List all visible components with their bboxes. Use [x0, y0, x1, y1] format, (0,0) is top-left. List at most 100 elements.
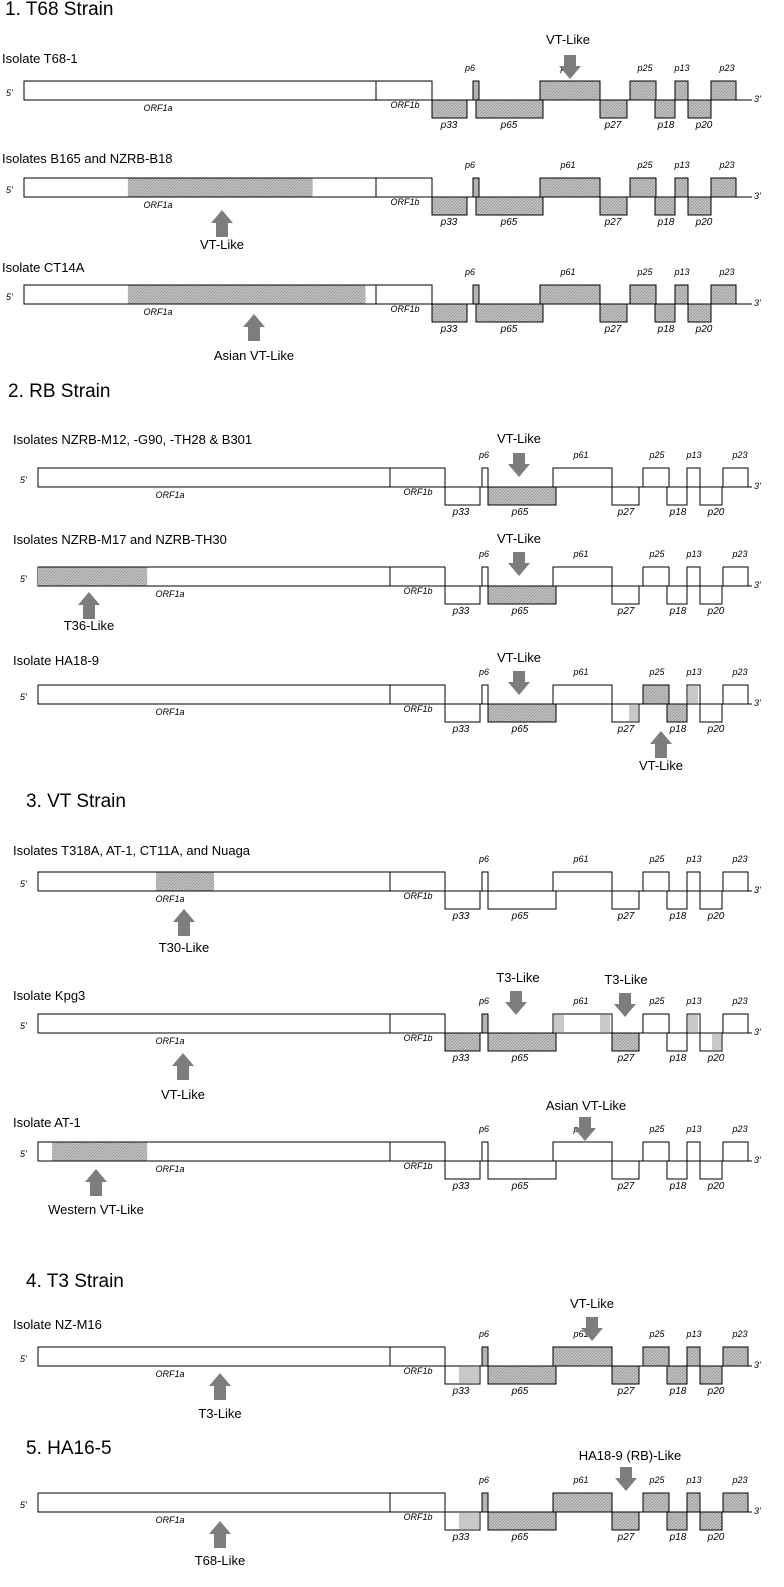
gene-p18-label: p18	[669, 1386, 687, 1397]
orf1a-label: ORF1a	[143, 103, 172, 113]
gene-p6-box	[481, 871, 489, 892]
isolate-label: Isolate T68-1	[2, 51, 78, 66]
gene-p20-box	[687, 196, 712, 216]
gene-p25-box	[642, 1013, 670, 1034]
gene-p20-label: p20	[707, 1386, 725, 1397]
isolate-label: Isolates B165 and NZRB-B18	[2, 151, 173, 166]
gene-p65-box	[487, 1032, 557, 1052]
gene-p13-partial	[688, 686, 698, 703]
gene-p23-box	[722, 467, 749, 488]
orf1b-label: ORF1b	[403, 704, 432, 714]
gene-p33-box	[444, 1032, 481, 1052]
gene-p23-label: p23	[718, 63, 734, 73]
gene-p65-box	[487, 1511, 557, 1531]
gene-p13-label: p13	[685, 1475, 701, 1485]
gene-p65-box	[475, 99, 544, 119]
orf1a-recombinant-region	[38, 567, 148, 586]
orf1a-label: ORF1a	[155, 589, 184, 599]
gene-p27-box	[611, 486, 640, 506]
arrow-label: T30-Like	[159, 940, 210, 955]
orf1b-label: ORF1b	[390, 197, 419, 207]
gene-p27-label: p27	[617, 507, 635, 518]
isolate-label: Isolate CT14A	[2, 260, 85, 275]
gene-p33-box	[431, 99, 468, 119]
five-prime-label: 5'	[20, 1500, 27, 1510]
gene-p18-label: p18	[669, 507, 687, 518]
gene-p27-box	[611, 1511, 640, 1531]
gene-p25-label: p25	[648, 1475, 665, 1485]
gene-p6-box	[481, 1346, 489, 1367]
gene-p33-label: p33	[440, 217, 458, 228]
gene-p23-box	[722, 871, 749, 892]
gene-p20-box	[687, 99, 712, 119]
gene-p65-box	[487, 890, 557, 910]
gene-p61-label: p61	[572, 1475, 588, 1485]
gene-p65-label: p65	[500, 217, 518, 228]
orf1b-label: ORF1b	[403, 487, 432, 497]
gene-p6-label: p6	[478, 450, 489, 460]
arrow-label: VT-Like	[497, 650, 541, 665]
gene-p65-label: p65	[511, 1181, 529, 1192]
gene-p27-box	[611, 890, 640, 910]
gene-p18-box	[666, 890, 688, 910]
gene-p18-box	[666, 1160, 688, 1180]
down-arrow-icon	[614, 993, 636, 1017]
gene-p27-box	[611, 1365, 640, 1385]
gene-p61-box	[552, 1141, 613, 1162]
five-prime-label: 5'	[6, 88, 13, 98]
gene-p6-box	[472, 80, 480, 101]
gene-p6-label: p6	[478, 1475, 489, 1485]
gene-p25-label: p25	[648, 549, 665, 559]
gene-p23-label: p23	[731, 1329, 747, 1339]
gene-p20-box	[699, 1365, 723, 1385]
gene-p61-box	[539, 177, 601, 198]
five-prime-label: 5'	[6, 292, 13, 302]
orf1b-box	[389, 871, 446, 892]
orf1b-box	[389, 1492, 446, 1513]
gene-p65-box	[487, 703, 557, 723]
gene-p65-label: p65	[511, 1053, 529, 1064]
five-prime-label: 5'	[6, 185, 13, 195]
gene-p25-label: p25	[648, 1124, 665, 1134]
orf1a-label: ORF1a	[155, 1369, 184, 1379]
gene-p33-label: p33	[452, 606, 470, 617]
five-prime-label: 5'	[20, 1149, 27, 1159]
gene-p20-label: p20	[707, 1053, 725, 1064]
orf1b-label: ORF1b	[403, 891, 432, 901]
orf1a-box	[23, 80, 377, 101]
gene-p6-label: p6	[464, 63, 475, 73]
gene-p13-label: p13	[685, 854, 701, 864]
gene-p61-partial-end	[600, 1015, 610, 1032]
gene-p61-label: p61	[572, 549, 588, 559]
gene-p61-box	[539, 80, 601, 101]
orf1a-label: ORF1a	[143, 200, 172, 210]
gene-p23-label: p23	[731, 450, 747, 460]
isolate-label: Isolates NZRB-M17 and NZRB-TH30	[13, 532, 227, 547]
orf1a-label: ORF1a	[155, 707, 184, 717]
gene-p13-label: p13	[673, 63, 689, 73]
gene-p61-label: p61	[572, 854, 588, 864]
gene-p23-box	[722, 1492, 749, 1513]
arrow-label: VT-Like	[497, 531, 541, 546]
gene-p27-label: p27	[604, 217, 622, 228]
gene-p27-label: p27	[617, 724, 635, 735]
gene-p23-box	[722, 566, 749, 587]
gene-p20-label: p20	[695, 324, 713, 335]
up-arrow-icon	[172, 1053, 194, 1080]
gene-p27-box	[599, 303, 628, 323]
three-prime-label: 3'	[754, 698, 761, 708]
five-prime-label: 5'	[20, 879, 27, 889]
gene-p25-label: p25	[636, 160, 653, 170]
gene-p23-label: p23	[718, 160, 734, 170]
orf1a-label: ORF1a	[155, 1036, 184, 1046]
orf1a-box	[37, 1013, 391, 1034]
arrow-label: VT-Like	[161, 1087, 205, 1102]
down-arrow-icon	[615, 1467, 637, 1491]
arrow-label: T68-Like	[195, 1553, 246, 1568]
gene-p61-label: p61	[572, 450, 588, 460]
gene-p13-label: p13	[673, 267, 689, 277]
